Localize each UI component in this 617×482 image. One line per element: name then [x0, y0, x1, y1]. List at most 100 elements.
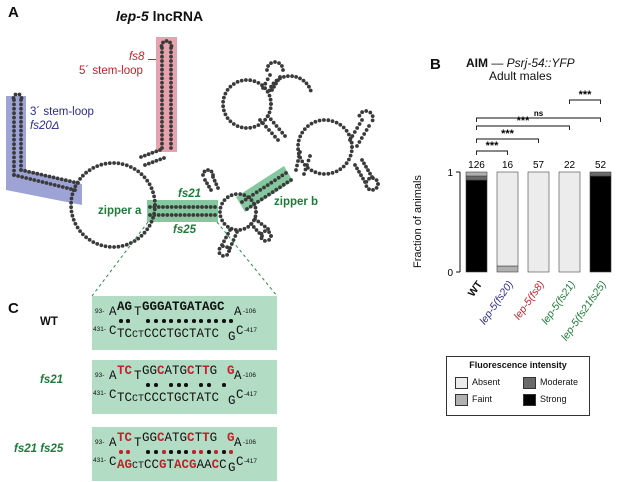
seq-idx-start: 93-: [95, 439, 105, 446]
seq-idx-start: 93-: [95, 308, 105, 315]
seq-box-fs21-fs25: 93- A TC T GGCATGCTTG G A -106 431- C AG…: [92, 427, 277, 481]
base-pair-dot: [222, 450, 226, 454]
legend: Fluorescence intensity Absent Moderate F…: [446, 356, 590, 416]
base-pair-dot: [146, 383, 150, 387]
panel-b-letter: B: [430, 56, 441, 73]
bar-n-label: 16: [502, 160, 514, 171]
bar-segment-absent: [527, 171, 550, 273]
base-pair-dot: [162, 450, 166, 454]
fs25-label: fs25: [173, 224, 197, 236]
y-axis-label: Fraction of animals: [412, 175, 424, 268]
base-pair-dot: [169, 383, 173, 387]
bar-segment-strong: [465, 179, 488, 273]
base-pair-dot: [184, 450, 188, 454]
seq-top-fs21: 93- A TC T GGCATGCTTG G A -106: [95, 364, 257, 383]
zipper-a-highlight: [147, 200, 218, 222]
significance-bracket: [476, 150, 508, 155]
bar-segment-strong: [589, 175, 612, 273]
bar-segment-faint: [465, 171, 488, 177]
seq-bot-fs21: 431- C TC CT CCCTGCTATC G C -417: [93, 388, 258, 408]
base-pair-dot: [126, 319, 130, 323]
fs20-label: fs20Δ: [30, 120, 60, 132]
panel-b-title: AIM — Psrj-54::YFP: [466, 56, 575, 70]
base-pair-dot: [207, 450, 211, 454]
seq-idx-end: -106: [243, 439, 257, 446]
stem-loop-3-label: 3´ stem-loop: [30, 106, 94, 118]
zoom-line-right: [216, 221, 278, 297]
seq-bot-fs21-fs25: 431- C AG CT CCGTACGAACC G C -417: [93, 455, 258, 475]
seq-top-wt: 93- A AG T GGGATGATAGC A -106: [95, 300, 257, 319]
base-pair-dot: [177, 319, 181, 323]
base-pair-dot: [199, 383, 203, 387]
base-pair-dot: [207, 383, 211, 387]
base-pair-dot: [154, 319, 158, 323]
bar-n-label: 57: [533, 160, 545, 171]
significance-label: ***: [517, 115, 531, 127]
seq-idx-end: -417: [244, 458, 258, 465]
panel-a-letter: A: [8, 4, 19, 21]
bar-segment-faint: [496, 265, 519, 273]
seq-idx-end: -417: [244, 327, 258, 334]
stem-loop-5-label: 5´ stem-loop: [79, 65, 143, 77]
seq-idx-start: 431-: [93, 457, 107, 464]
bar-n-label: 22: [564, 160, 576, 171]
base-pair-dot: [214, 319, 218, 323]
base-pair-dot: [192, 450, 196, 454]
panel-b-title-reporter: Psrj-54::YFP: [506, 56, 575, 70]
legend-swatch-faint: [455, 394, 468, 406]
bar-segment-moderate: [589, 171, 612, 177]
seq-idx-end: -417: [244, 391, 258, 398]
legend-label-moderate: Moderate: [540, 377, 579, 387]
significance-bracket: [476, 117, 601, 122]
fs21-label: fs21: [178, 188, 202, 200]
significance-bracket: [476, 125, 570, 130]
seq-row-label-fs21-fs25: fs21 fs25: [14, 443, 64, 455]
base-pair-dot: [154, 450, 158, 454]
panel-a-title-suffix: lncRNA: [148, 8, 204, 24]
base-pair-dot: [169, 319, 173, 323]
legend-title: Fluorescence intensity: [469, 360, 567, 370]
x-category-label: WT: [466, 278, 486, 299]
base-pair-dot: [184, 319, 188, 323]
legend-swatch-absent: [455, 377, 468, 389]
seq-idx-end: -106: [243, 308, 257, 315]
base-pair-dot: [222, 319, 226, 323]
legend-swatch-strong: [523, 394, 536, 406]
significance-label: ns: [534, 109, 544, 118]
base-pair-dot: [119, 450, 123, 454]
panel-a-title-gene: lep-5: [116, 8, 149, 24]
panel-b-title-dash: —: [488, 56, 507, 70]
bar-n-label: 52: [595, 160, 607, 171]
seq-bot-wt: 431- C TC CT CCCTGCTATC G C -417: [93, 324, 258, 344]
legend-swatch-moderate: [523, 377, 536, 389]
base-pair-dot: [154, 383, 158, 387]
panel-c-letter: C: [8, 300, 19, 317]
y-tick-label: 1: [447, 168, 453, 179]
base-pair-dot: [222, 383, 226, 387]
base-pair-dot: [229, 450, 233, 454]
significance-bracket: [569, 99, 601, 104]
base-pair-dot: [177, 450, 181, 454]
seq-box-wt: 93- A AG T GGGATGATAGC A -106 431- C TC …: [92, 296, 277, 350]
fs8-pointer: [148, 59, 156, 60]
base-pair-dot: [162, 319, 166, 323]
seq-idx-start: 93-: [95, 372, 105, 379]
panel-b-title-main: AIM: [466, 56, 488, 70]
base-pair-dot: [207, 319, 211, 323]
base-pair-dot: [126, 450, 130, 454]
seq-idx-end: -106: [243, 372, 257, 379]
significance-bracket: [476, 138, 539, 143]
base-pair-dot: [169, 450, 173, 454]
significance-label: ***: [579, 89, 593, 101]
legend-label-strong: Strong: [540, 394, 567, 404]
seq-box-fs21: 93- A TC T GGCATGCTTG G A -106 431- C TC…: [92, 360, 277, 414]
bar-segment-absent: [558, 171, 581, 273]
base-pair-dot: [146, 450, 150, 454]
base-pair-dot: [119, 319, 123, 323]
base-pair-dot: [146, 319, 150, 323]
seq-idx-start: 431-: [93, 390, 107, 397]
legend-label-faint: Faint: [472, 394, 493, 404]
significance-label: ***: [501, 128, 515, 140]
